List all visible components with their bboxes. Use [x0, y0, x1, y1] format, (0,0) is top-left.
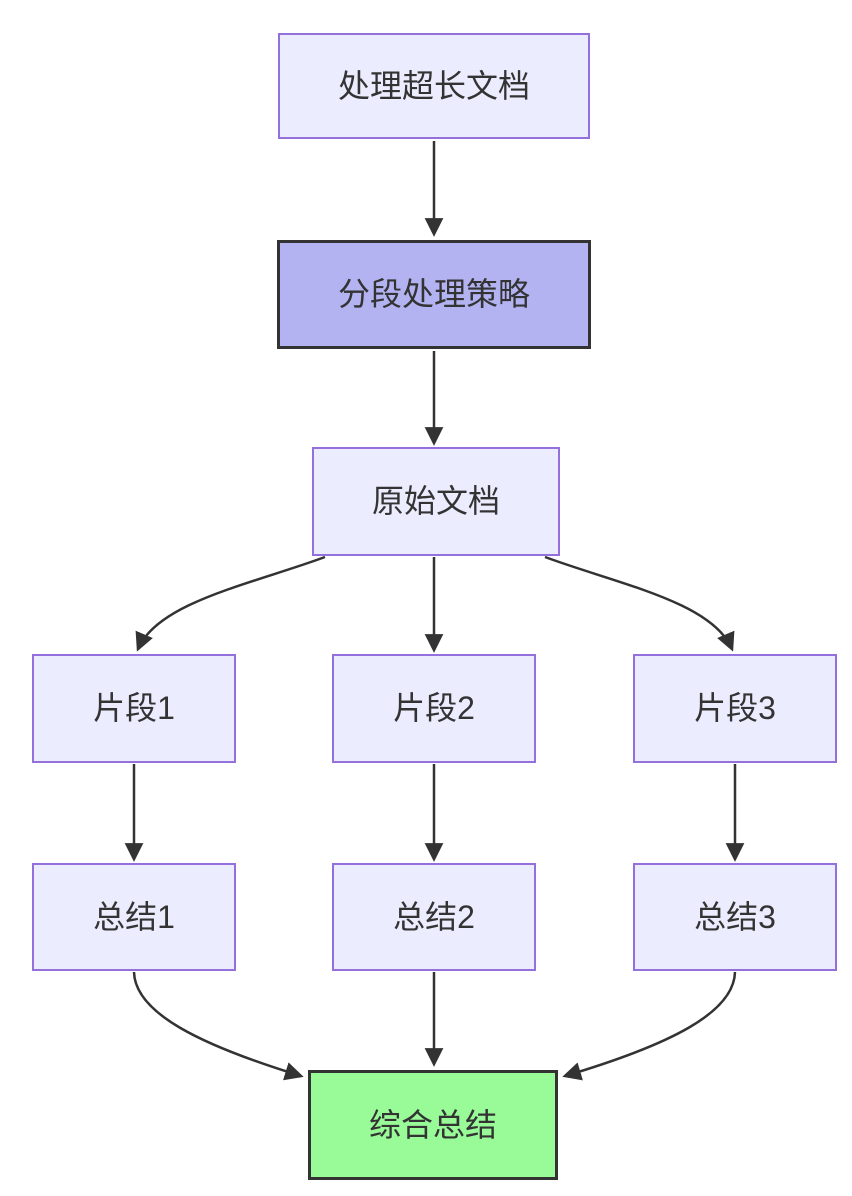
- node-chunk1-label: 片段1: [93, 690, 175, 727]
- node-chunk1: 片段1: [32, 654, 236, 763]
- node-summary1: 总结1: [32, 863, 236, 971]
- node-final: 综合总结: [308, 1070, 558, 1180]
- node-doc: 处理超长文档: [278, 33, 590, 139]
- node-chunk3: 片段3: [633, 654, 837, 763]
- edge-summary3-final: [562, 971, 737, 1081]
- edge-original-chunk3: [544, 555, 735, 652]
- node-chunk3-label: 片段3: [694, 690, 776, 727]
- node-chunk2: 片段2: [332, 654, 536, 763]
- node-original: 原始文档: [312, 447, 560, 556]
- node-original-label: 原始文档: [371, 483, 500, 520]
- node-summary2: 总结2: [332, 863, 536, 971]
- node-summary3-label: 总结3: [694, 898, 776, 935]
- edge-summary1-final: [132, 971, 304, 1081]
- node-chunk2-label: 片段2: [393, 690, 475, 727]
- edge-original-chunk1: [135, 555, 326, 652]
- node-final-label: 综合总结: [368, 1106, 497, 1143]
- node-doc-label: 处理超长文档: [337, 67, 530, 104]
- node-summary3: 总结3: [633, 863, 837, 971]
- node-summary2-label: 总结2: [393, 898, 475, 935]
- node-strategy-label: 分段处理策略: [337, 276, 530, 313]
- node-summary1-label: 总结1: [93, 898, 175, 935]
- node-strategy: 分段处理策略: [277, 240, 591, 349]
